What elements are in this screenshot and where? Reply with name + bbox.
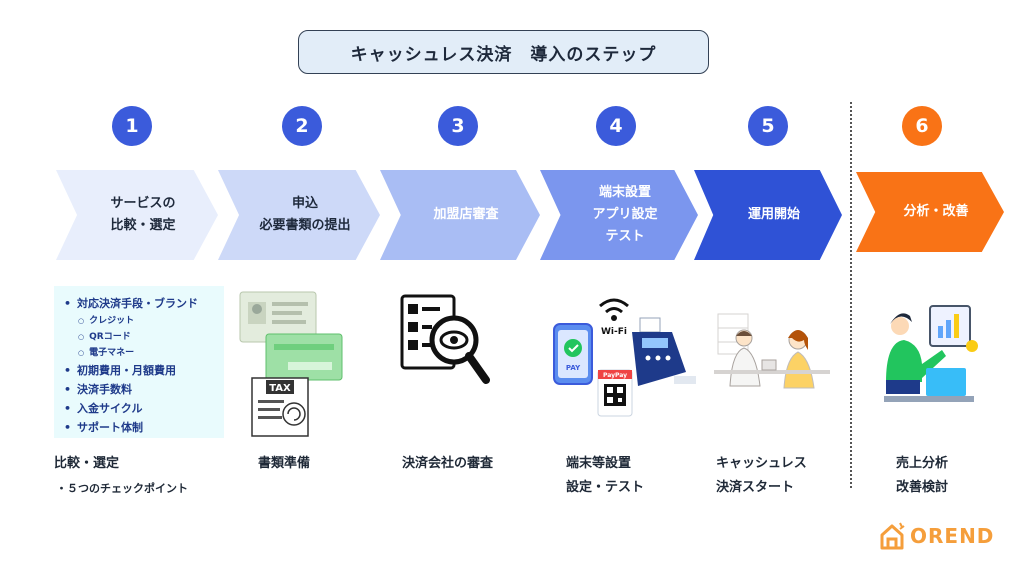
- house-logo-icon: [880, 522, 905, 550]
- checkpoints-caption: ・５つのチェックポイント: [56, 482, 188, 495]
- pay-label: PAY: [566, 364, 581, 372]
- step-label-1: サービスの 比較・選定: [110, 196, 176, 233]
- step-label-2: 申込 必要書類の提出: [259, 196, 351, 233]
- step-caption-6: 売上分析 改善検討: [896, 456, 949, 495]
- checkpoint-item: 初期費用・月額費用: [60, 361, 218, 380]
- documents-illustration: TAX: [239, 291, 343, 437]
- step-arrow-6: 分析・改善: [856, 172, 1004, 252]
- step-label-6: 分析・改善: [903, 204, 969, 219]
- step-label-5: 運用開始: [747, 207, 800, 222]
- checkpoint-item: サポート体制: [60, 418, 218, 437]
- step-number-1: 1: [112, 106, 152, 146]
- step-caption-3: 決済会社の審査: [402, 456, 494, 471]
- step-number-2: 2: [282, 106, 322, 146]
- step-arrow-2: 申込 必要書類の提出: [218, 170, 380, 260]
- step-caption-5: キャッシュレス 決済スタート: [716, 456, 807, 495]
- step-arrow-4: 端末設置 アプリ設定 テスト: [540, 170, 698, 260]
- step-arrow-3: 加盟店審査: [380, 170, 540, 260]
- logo-text: OREND: [910, 524, 995, 548]
- step-label-3: 加盟店審査: [433, 207, 499, 222]
- checkpoint-list: 対応決済手段・ブランド クレジット QRコード 電子マネー 初期費用・月額費用 …: [54, 286, 224, 438]
- payment-terminal-illustration: Wi-Fi PAY PayPay: [553, 298, 696, 417]
- orend-logo: OREND: [878, 520, 994, 552]
- checkpoint-item: 入金サイクル: [60, 399, 218, 418]
- page-title: キャッシュレス決済 導入のステップ: [298, 30, 709, 74]
- review-magnifier-icon: [400, 294, 490, 384]
- step-caption-2: 書類準備: [258, 456, 311, 471]
- analysis-illustration: [884, 305, 978, 402]
- step-number-3: 3: [438, 106, 478, 146]
- checkpoint-subitem: QRコード: [60, 329, 218, 345]
- step-arrow-1: サービスの 比較・選定: [56, 170, 218, 260]
- checkpoint-item: 対応決済手段・ブランド: [60, 294, 218, 313]
- step-caption-1: 比較・選定: [54, 456, 120, 471]
- store-counter-illustration: [714, 304, 830, 396]
- step-number-6: 6: [902, 106, 942, 146]
- step-arrow-5: 運用開始: [694, 170, 842, 260]
- step-number-5: 5: [748, 106, 788, 146]
- checkpoint-subitem: 電子マネー: [60, 345, 218, 361]
- checkpoint-item: 決済手数料: [60, 380, 218, 399]
- wifi-label: Wi-Fi: [601, 327, 627, 337]
- step-number-4: 4: [596, 106, 636, 146]
- checkpoint-subitem: クレジット: [60, 313, 218, 329]
- step-caption-4: 端末等設置 設定・テスト: [566, 456, 645, 495]
- paypay-label: PayPay: [603, 372, 627, 379]
- step-label-4: 端末設置 アプリ設定 テスト: [592, 185, 658, 244]
- phase-divider: [850, 102, 852, 488]
- tax-label: TAX: [269, 383, 291, 394]
